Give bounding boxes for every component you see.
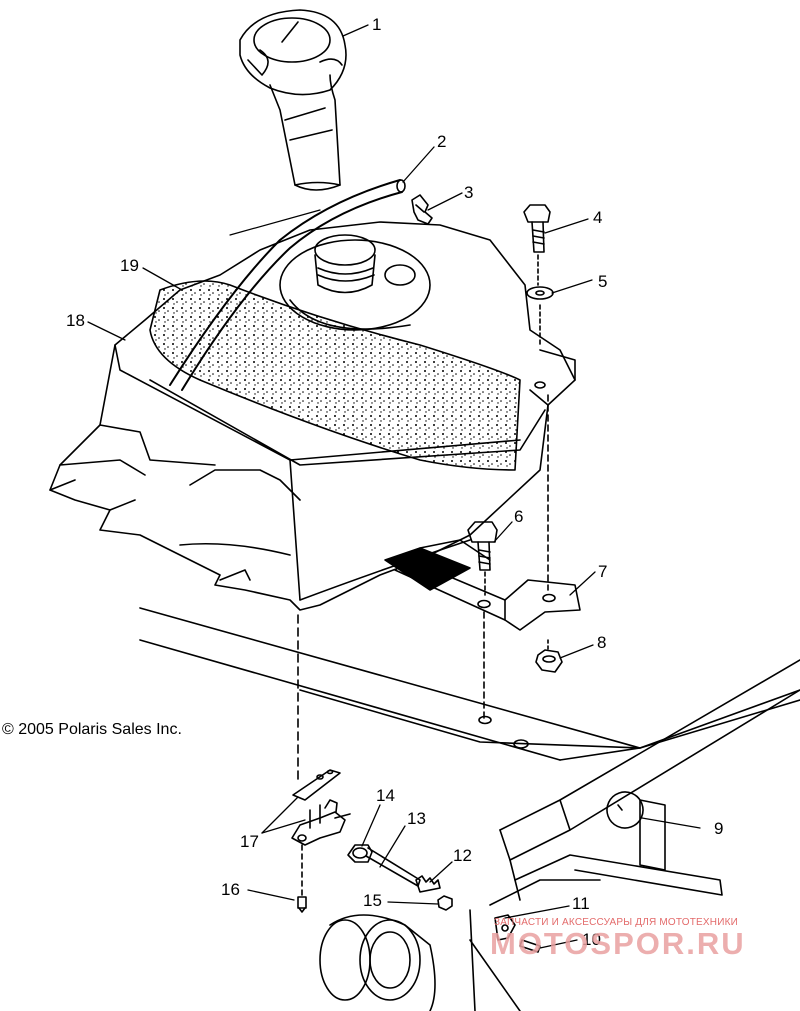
callout-6: 6	[514, 507, 524, 526]
callout-8: 8	[597, 633, 607, 652]
callout-9: 9	[714, 819, 724, 838]
fuel-tank	[49, 221, 576, 611]
callout-14: 14	[376, 786, 395, 805]
callout-3: 3	[464, 183, 474, 202]
callout-18: 18	[66, 311, 85, 330]
valve-shaft	[365, 847, 421, 887]
fuel-cap	[229, 9, 347, 236]
valve-knob	[347, 844, 373, 863]
vent-fitting	[411, 194, 433, 225]
spring-12	[415, 875, 441, 893]
callout-19: 19	[120, 256, 139, 275]
callout-4: 4	[593, 208, 603, 227]
frame-plug	[606, 791, 644, 829]
callout-5: 5	[598, 272, 608, 291]
leader-lines	[87, 24, 701, 949]
vent-hose	[169, 179, 406, 391]
watermark-logo: MOTOSPOR.RU	[490, 926, 746, 961]
callout-11: 11	[572, 894, 590, 913]
bolt-6	[467, 521, 498, 596]
callout-13: 13	[407, 809, 426, 828]
nut-15	[437, 895, 453, 911]
callout-10: 10	[582, 930, 601, 949]
screw-10	[519, 939, 541, 953]
tank-bracket	[394, 394, 581, 721]
frame	[139, 607, 800, 1011]
screw-16	[297, 896, 307, 913]
nut-8	[535, 639, 563, 673]
cylinder-part	[319, 914, 436, 1011]
bolt-4	[523, 204, 551, 286]
callout-17: 17	[240, 832, 259, 851]
callout-15: 15	[363, 891, 382, 910]
foam-pad	[149, 280, 521, 471]
callout-1: 1	[372, 15, 382, 34]
callout-2: 2	[437, 132, 447, 151]
washer-5	[526, 286, 554, 346]
callout-12: 12	[453, 846, 472, 865]
fuel-valve	[291, 769, 351, 896]
tank-strap	[384, 539, 491, 591]
callout-7: 7	[598, 562, 608, 581]
callout-16: 16	[221, 880, 240, 899]
copyright-text: © 2005 Polaris Sales Inc.	[2, 721, 182, 738]
clip-11	[494, 914, 516, 941]
watermark-tagline: ЗАПЧАСТИ И АКСЕССУАРЫ ДЛЯ МОТОТЕХНИКИ	[494, 917, 739, 928]
